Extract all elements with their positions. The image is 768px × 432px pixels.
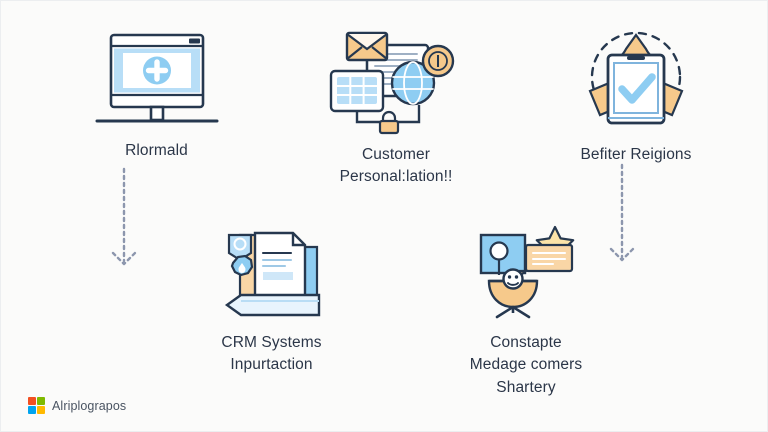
four-square-grid-logo bbox=[28, 397, 45, 414]
tablet-checkmark-badge-icon bbox=[570, 23, 702, 135]
desktop-monitor-plus-icon bbox=[93, 27, 221, 131]
customer-data-mail-globe-icon bbox=[321, 23, 471, 135]
brand-logo: Alriplograpos bbox=[28, 397, 126, 414]
logo-square-blue bbox=[28, 406, 36, 414]
logo-square-red bbox=[28, 397, 36, 405]
node-benefit: Befiter Reigions bbox=[531, 23, 741, 166]
node-benefit-label: Befiter Reigions bbox=[580, 146, 692, 163]
message-star-person-icon bbox=[463, 219, 589, 323]
connector-arrow-left bbox=[106, 167, 142, 282]
node-message: Constapte Medage comers Shartery bbox=[421, 219, 631, 399]
node-crm: CRM Systems Inpurtaction bbox=[179, 219, 364, 377]
logo-square-green bbox=[37, 397, 45, 405]
node-customer: Customer Personal:lation!! bbox=[301, 23, 491, 189]
node-message-label: Constapte Medage comers Shartery bbox=[469, 334, 583, 396]
logo-square-yellow bbox=[37, 406, 45, 414]
documents-folder-arrow-icon bbox=[207, 219, 337, 323]
node-monitor-label: Rlormald bbox=[125, 142, 188, 159]
node-customer-label: Customer Personal:lation!! bbox=[339, 146, 453, 186]
node-crm-label: CRM Systems Inpurtaction bbox=[221, 334, 322, 374]
connector-arrow-right bbox=[604, 163, 640, 278]
node-monitor: Rlormald bbox=[49, 27, 264, 162]
brand-logo-text: Alriplograpos bbox=[52, 398, 127, 413]
